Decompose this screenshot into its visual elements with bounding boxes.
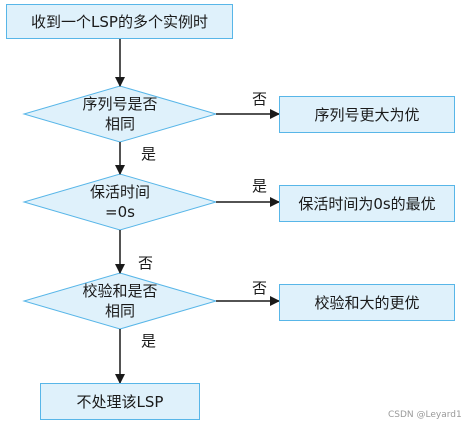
start-label: 收到一个LSP的多个实例时 — [31, 12, 208, 31]
watermark: CSDN @Leyard1 — [388, 410, 462, 420]
edge-label-seq-yes: 是 — [141, 145, 157, 163]
result-seq-label: 序列号更大为优 — [314, 105, 420, 124]
edge-label-keepalive-no: 否 — [138, 254, 154, 272]
decision-seq-label: 序列号是否 相同 — [82, 95, 158, 133]
edge-label-seq-no: 否 — [252, 90, 268, 108]
result-seq-box: 序列号更大为优 — [279, 96, 455, 133]
edge-label-keepalive-yes: 是 — [252, 177, 268, 195]
result-keepalive-label: 保活时间为0s的最优 — [298, 194, 436, 213]
start-box: 收到一个LSP的多个实例时 — [6, 4, 233, 39]
result-keepalive-box: 保活时间为0s的最优 — [279, 185, 455, 222]
result-final-box: 不处理该LSP — [40, 383, 200, 420]
edge-label-checksum-no: 否 — [252, 279, 268, 297]
result-checksum-label: 校验和大的更优 — [314, 293, 420, 312]
result-checksum-box: 校验和大的更优 — [279, 284, 455, 321]
decision-keepalive-label: 保活时间 =0s — [89, 183, 150, 221]
decision-checksum-label: 校验和是否 相同 — [82, 282, 158, 320]
result-final-label: 不处理该LSP — [76, 392, 164, 411]
edge-label-checksum-yes: 是 — [141, 332, 157, 350]
